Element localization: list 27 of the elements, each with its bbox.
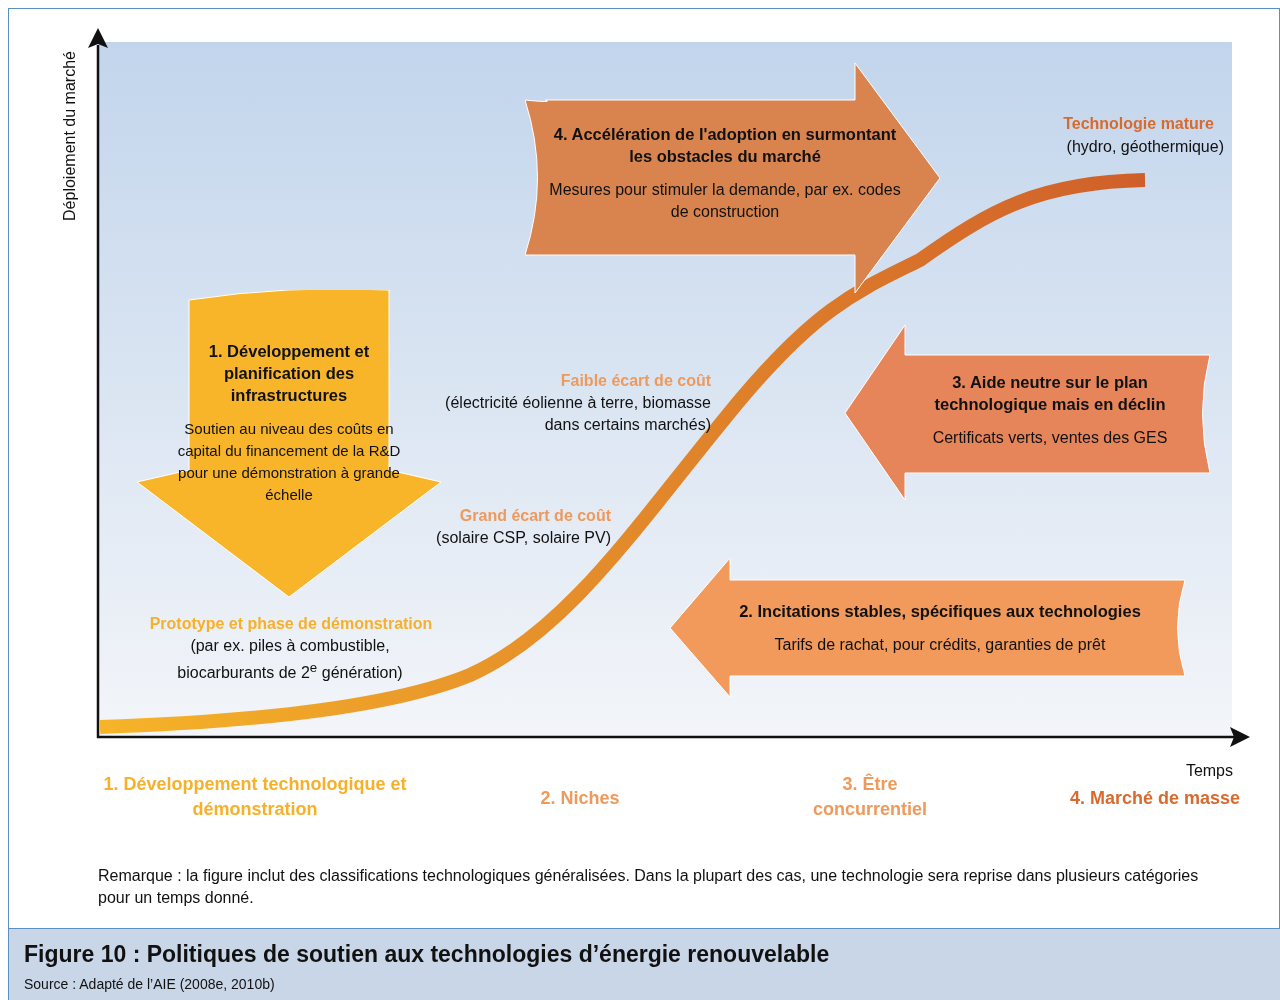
arrow-body: Mesures pour stimuler la demande, par ex. codes de construction	[548, 180, 902, 222]
arrow-heading: 3. Aide neutre sur le plan technologique mais en déclin	[933, 372, 1167, 415]
axis-title: Déploiement du marché	[60, 51, 79, 221]
policy-arrow	[670, 558, 1185, 697]
note-text: Remarque : la figure inclut des classifications technologiques généralisées. Dans la plupart des cas, une technologie sera reprise dans plusieurs catégories pour un temps donné.	[98, 866, 1200, 908]
curve-label: Prototype et phase de démonstration	[148, 614, 434, 634]
curve-label: Technologie mature	[1062, 114, 1214, 134]
stage-label: 4. Marché de masse	[1068, 787, 1240, 810]
arrow-heading: 4. Accélération de l'adoption en surmontant les obstacles du marché	[552, 124, 898, 167]
arrow-heading: 1. Développement et planification des infrastructures	[207, 341, 371, 406]
axis-label: Temps	[1184, 761, 1233, 781]
curve-label: Faible écart de coût	[559, 371, 711, 391]
source-note: Source : Adapté de l’AIE (2008e, 2010b)	[24, 975, 275, 994]
stage-label: 1. Développement technologique et démonstration	[102, 773, 408, 821]
curve-note: (solaire CSP, solaire PV)	[435, 528, 611, 548]
arrow-body: Tarifs de rachat, pour crédits, garanties de prêt	[773, 635, 1107, 655]
policy-arrow	[845, 325, 1210, 500]
curve-note: (électricité éolienne à terre, biomasse dans certains marchés)	[444, 393, 711, 435]
arrow-body: Certificats verts, ventes des GES	[931, 428, 1169, 448]
curve-label: Grand écart de coût	[458, 506, 611, 526]
arrow-heading: 2. Incitations stables, spécifiques aux technologies	[738, 601, 1142, 622]
stage-label: 3. Être concurrentiel	[812, 772, 928, 821]
policy-arrow	[525, 63, 940, 293]
figure-title: Figure 10 : Politiques de soutien aux technologies d’énergie renouvelable	[24, 940, 830, 968]
curve-note: (par ex. piles à combustible, biocarburants de 2$^{e}$ génération)	[176, 636, 404, 684]
curve-note: (hydro, géothermique)	[1065, 137, 1224, 157]
stage-label: 2. Niches	[539, 787, 621, 810]
